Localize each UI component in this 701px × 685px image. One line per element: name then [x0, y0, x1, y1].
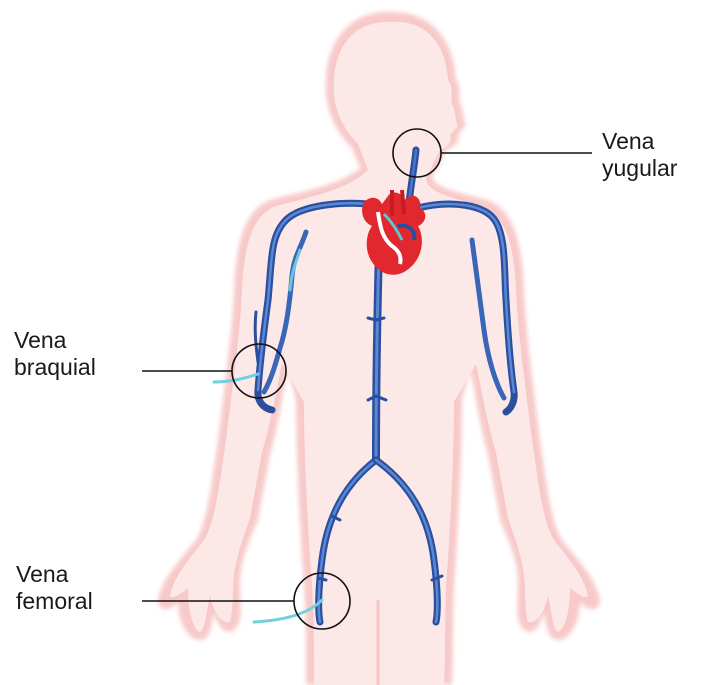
label-vena-yugular: Vena yugular — [602, 128, 677, 182]
label-line1: Vena — [602, 128, 677, 155]
label-vena-braquial: Vena braquial — [14, 327, 96, 381]
label-line2: braquial — [14, 354, 96, 381]
label-line2: femoral — [16, 588, 93, 615]
label-line2: yugular — [602, 155, 677, 182]
label-vena-femoral: Vena femoral — [16, 561, 93, 615]
label-line1: Vena — [14, 327, 96, 354]
label-line1: Vena — [16, 561, 93, 588]
